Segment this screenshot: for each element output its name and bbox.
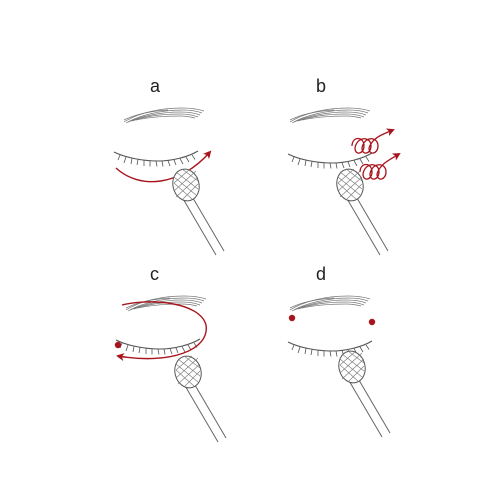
panel-a: a	[113, 76, 225, 256]
eyebrow-icon	[123, 107, 205, 124]
massage-tool-icon	[168, 165, 225, 256]
eye-closed-icon	[287, 340, 373, 358]
pressure-point-icon	[368, 318, 376, 326]
massage-tool-icon	[334, 347, 391, 438]
panel-label-a: a	[150, 76, 161, 96]
panel-b: b	[287, 76, 401, 256]
panel-label-c: c	[150, 264, 159, 284]
panel-label-d: d	[316, 264, 326, 284]
panel-label-b: b	[316, 76, 326, 96]
spiral-arrow-icon	[351, 128, 395, 154]
loop-arrow-icon	[116, 301, 207, 361]
eye-closed-icon	[113, 150, 199, 168]
panel-d: d	[287, 264, 391, 438]
start-point-icon	[114, 341, 122, 349]
arc-arrow-icon	[115, 150, 212, 183]
eyebrow-icon	[289, 295, 371, 312]
pressure-point-icon	[288, 314, 296, 322]
eyebrow-icon	[125, 295, 207, 312]
panel-c: c	[114, 264, 227, 443]
eyebrow-icon	[289, 107, 371, 124]
eye-closed-icon	[287, 152, 373, 170]
massage-tool-icon	[170, 352, 227, 443]
spiral-arrow-icon	[359, 152, 401, 180]
